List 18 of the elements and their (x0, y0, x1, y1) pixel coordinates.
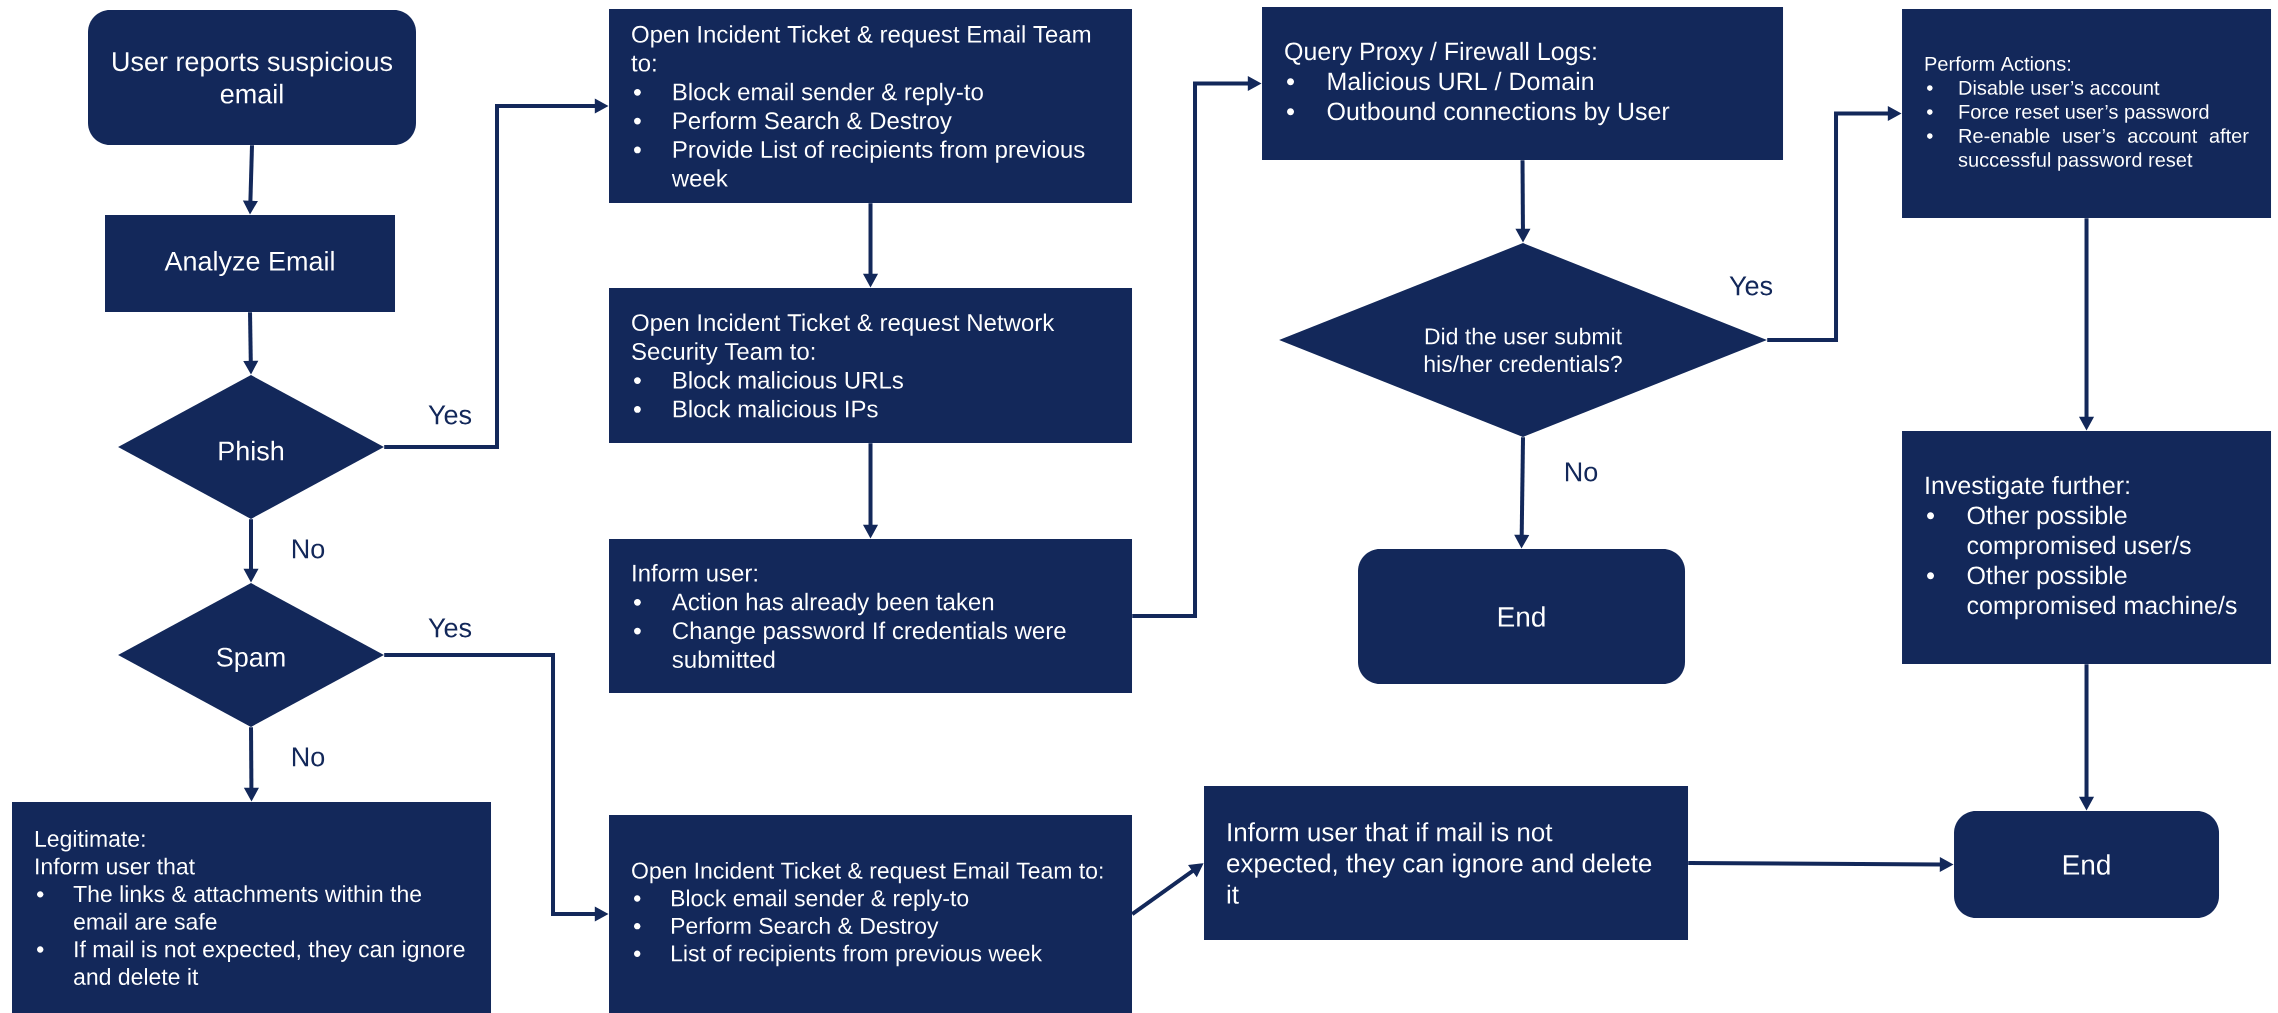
process-box: Legitimate: Inform user that The links & attachments within the email are safe If mail is not expected, they can ignore and delete it (12, 802, 491, 1013)
process-box: Analyze Email (105, 215, 395, 312)
edge-label: No (292, 747, 325, 767)
process-box: Inform user: Action has already been taken Change password If credentials were submitted (609, 539, 1132, 693)
process-box: Perform Actions: Disable user’s account Force reset user’s password Re-enable user’s account after successful password reset (1902, 9, 2271, 218)
edge-label: No (292, 539, 325, 559)
edge-label: No (1565, 462, 1598, 482)
process-box: Open Incident Ticket & request Email Team to: Block email sender & reply-to Perform Search & Destroy List of recipients from previous week (609, 815, 1132, 1013)
start-box: User reports suspicious email (88, 10, 416, 145)
process-box: Query Proxy / Firewall Logs: Malicious URL / Domain Outbound connections by User (1262, 7, 1783, 160)
process-box: Inform user that if mail is not expected, they can ignore and delete it (1204, 786, 1688, 940)
process-box: Investigate further: Other possible compromised user/s Other possible compromised machine/s (1902, 431, 2271, 664)
edge-label: Yes (428, 405, 472, 425)
process-box: Open Incident Ticket & request Email Team to: Block email sender & reply-to Perform Search & Destroy Provide List of recipients from previous week (609, 9, 1132, 203)
process-box: Open Incident Ticket & request Network Security Team to: Block malicious URLs Block malicious IPs (609, 288, 1132, 443)
end-box: End (1954, 811, 2219, 918)
end-box: End (1358, 549, 1685, 684)
edge-label: Yes (428, 618, 472, 638)
